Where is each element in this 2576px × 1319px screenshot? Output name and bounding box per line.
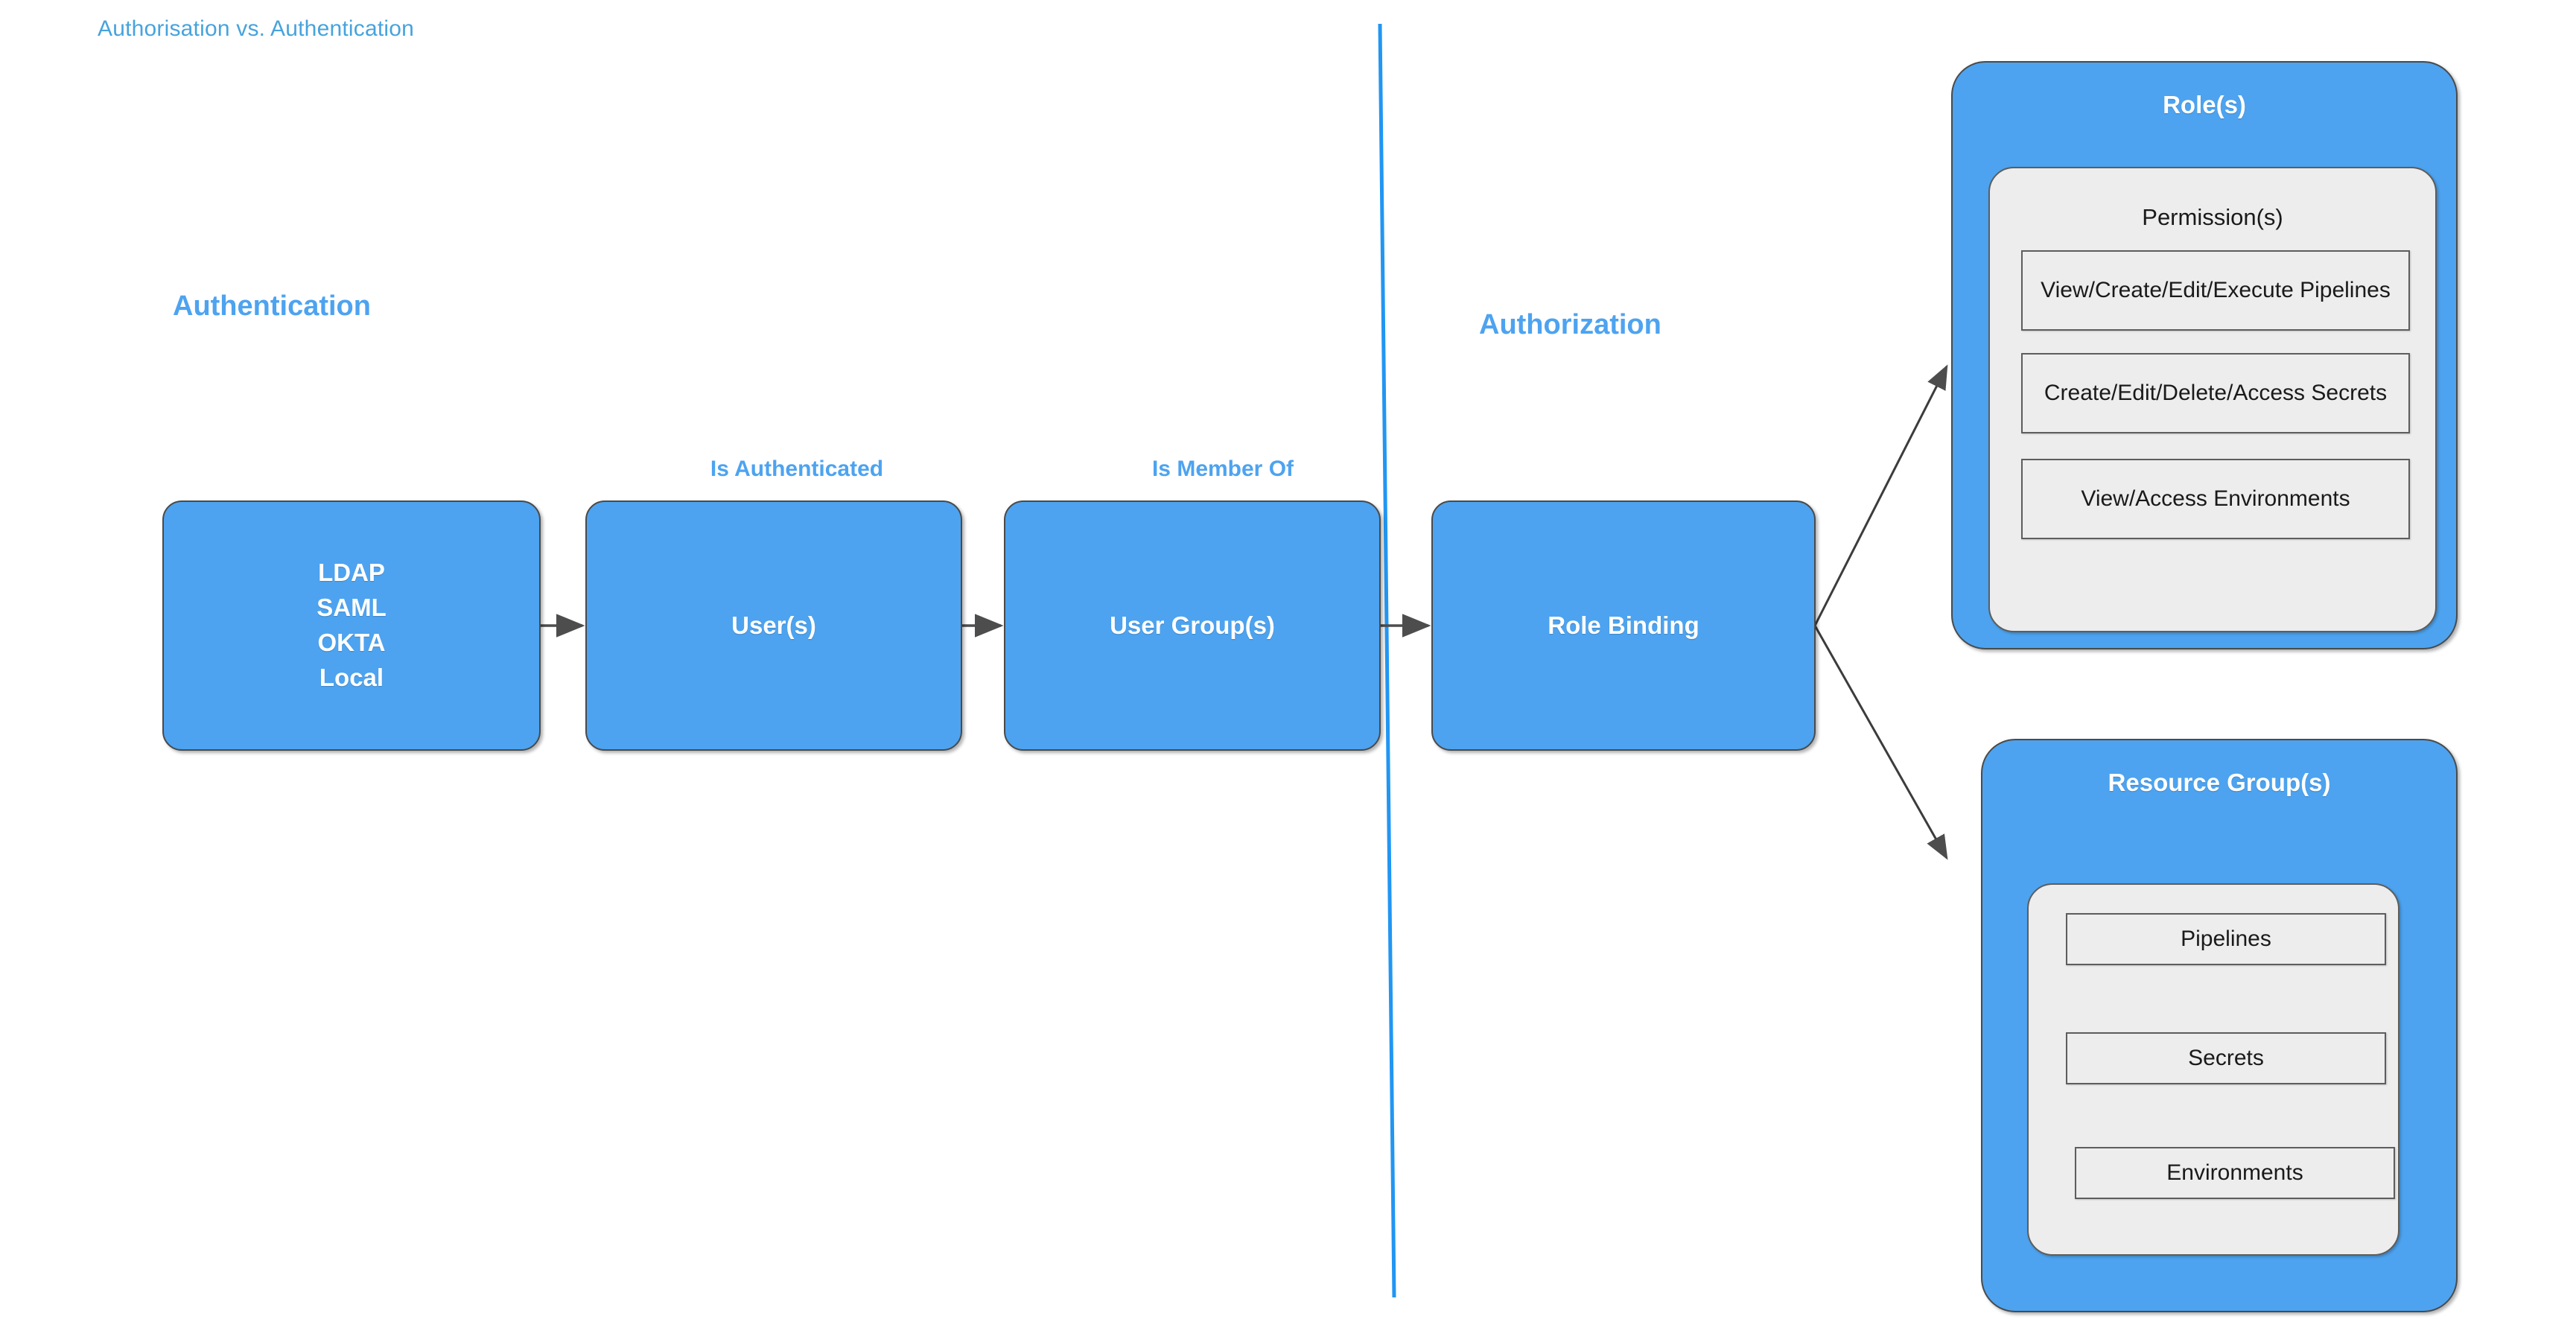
resource-item[interactable]: Secrets [2066, 1032, 2386, 1084]
flow-box-users[interactable]: User(s) [585, 500, 962, 751]
permission-item-label: View/Create/Edit/Execute Pipelines [2041, 278, 2391, 303]
flow-box-users-label: User(s) [731, 611, 816, 639]
resource-groups-panel[interactable]: Resource Group(s) Pipelines Secrets Envi… [1981, 739, 2458, 1312]
resource-item-label: Environments [2166, 1160, 2303, 1186]
section-label-authentication: Authentication [173, 290, 371, 322]
flow-box-user-groups[interactable]: User Group(s) [1004, 500, 1381, 751]
resource-item[interactable]: Pipelines [2066, 913, 2386, 965]
identity-provider-item: SAML [317, 594, 387, 622]
identity-provider-item: LDAP [318, 559, 385, 587]
resource-item-label: Secrets [2188, 1046, 2264, 1071]
flow-box-role-binding-label: Role Binding [1548, 611, 1699, 639]
edge-label-is-authenticated: Is Authenticated [710, 457, 884, 481]
resources-container: Pipelines Secrets Environments [2027, 883, 2400, 1256]
identity-provider-item: OKTA [317, 629, 386, 656]
page-title: Authorisation vs. Authentication [98, 16, 414, 41]
roles-panel-title: Role(s) [2163, 91, 2246, 118]
resource-item-label: Pipelines [2181, 927, 2271, 952]
permission-item[interactable]: View/Access Environments [2021, 459, 2410, 539]
permission-item[interactable]: View/Create/Edit/Execute Pipelines [2021, 250, 2410, 331]
flow-box-identity-providers[interactable]: LDAP SAML OKTA Local [162, 500, 541, 751]
section-label-authorization: Authorization [1479, 309, 1661, 340]
permission-item-label: View/Access Environments [2081, 486, 2350, 512]
permission-item[interactable]: Create/Edit/Delete/Access Secrets [2021, 353, 2410, 433]
permission-item-label: Create/Edit/Delete/Access Secrets [2044, 381, 2388, 406]
resource-item[interactable]: Environments [2075, 1147, 2395, 1199]
edge-label-is-member-of: Is Member Of [1151, 457, 1294, 481]
roles-panel[interactable]: Role(s) Permission(s) View/Create/Edit/E… [1951, 61, 2458, 649]
identity-provider-list: LDAP SAML OKTA Local [317, 556, 387, 695]
resource-groups-panel-title: Resource Group(s) [2108, 769, 2331, 796]
flow-box-role-binding[interactable]: Role Binding [1431, 500, 1816, 751]
flow-box-user-groups-label: User Group(s) [1110, 611, 1275, 639]
permissions-title: Permission(s) [2142, 204, 2283, 230]
permissions-container: Permission(s) View/Create/Edit/Execute P… [1988, 167, 2437, 632]
identity-provider-item: Local [319, 663, 384, 691]
